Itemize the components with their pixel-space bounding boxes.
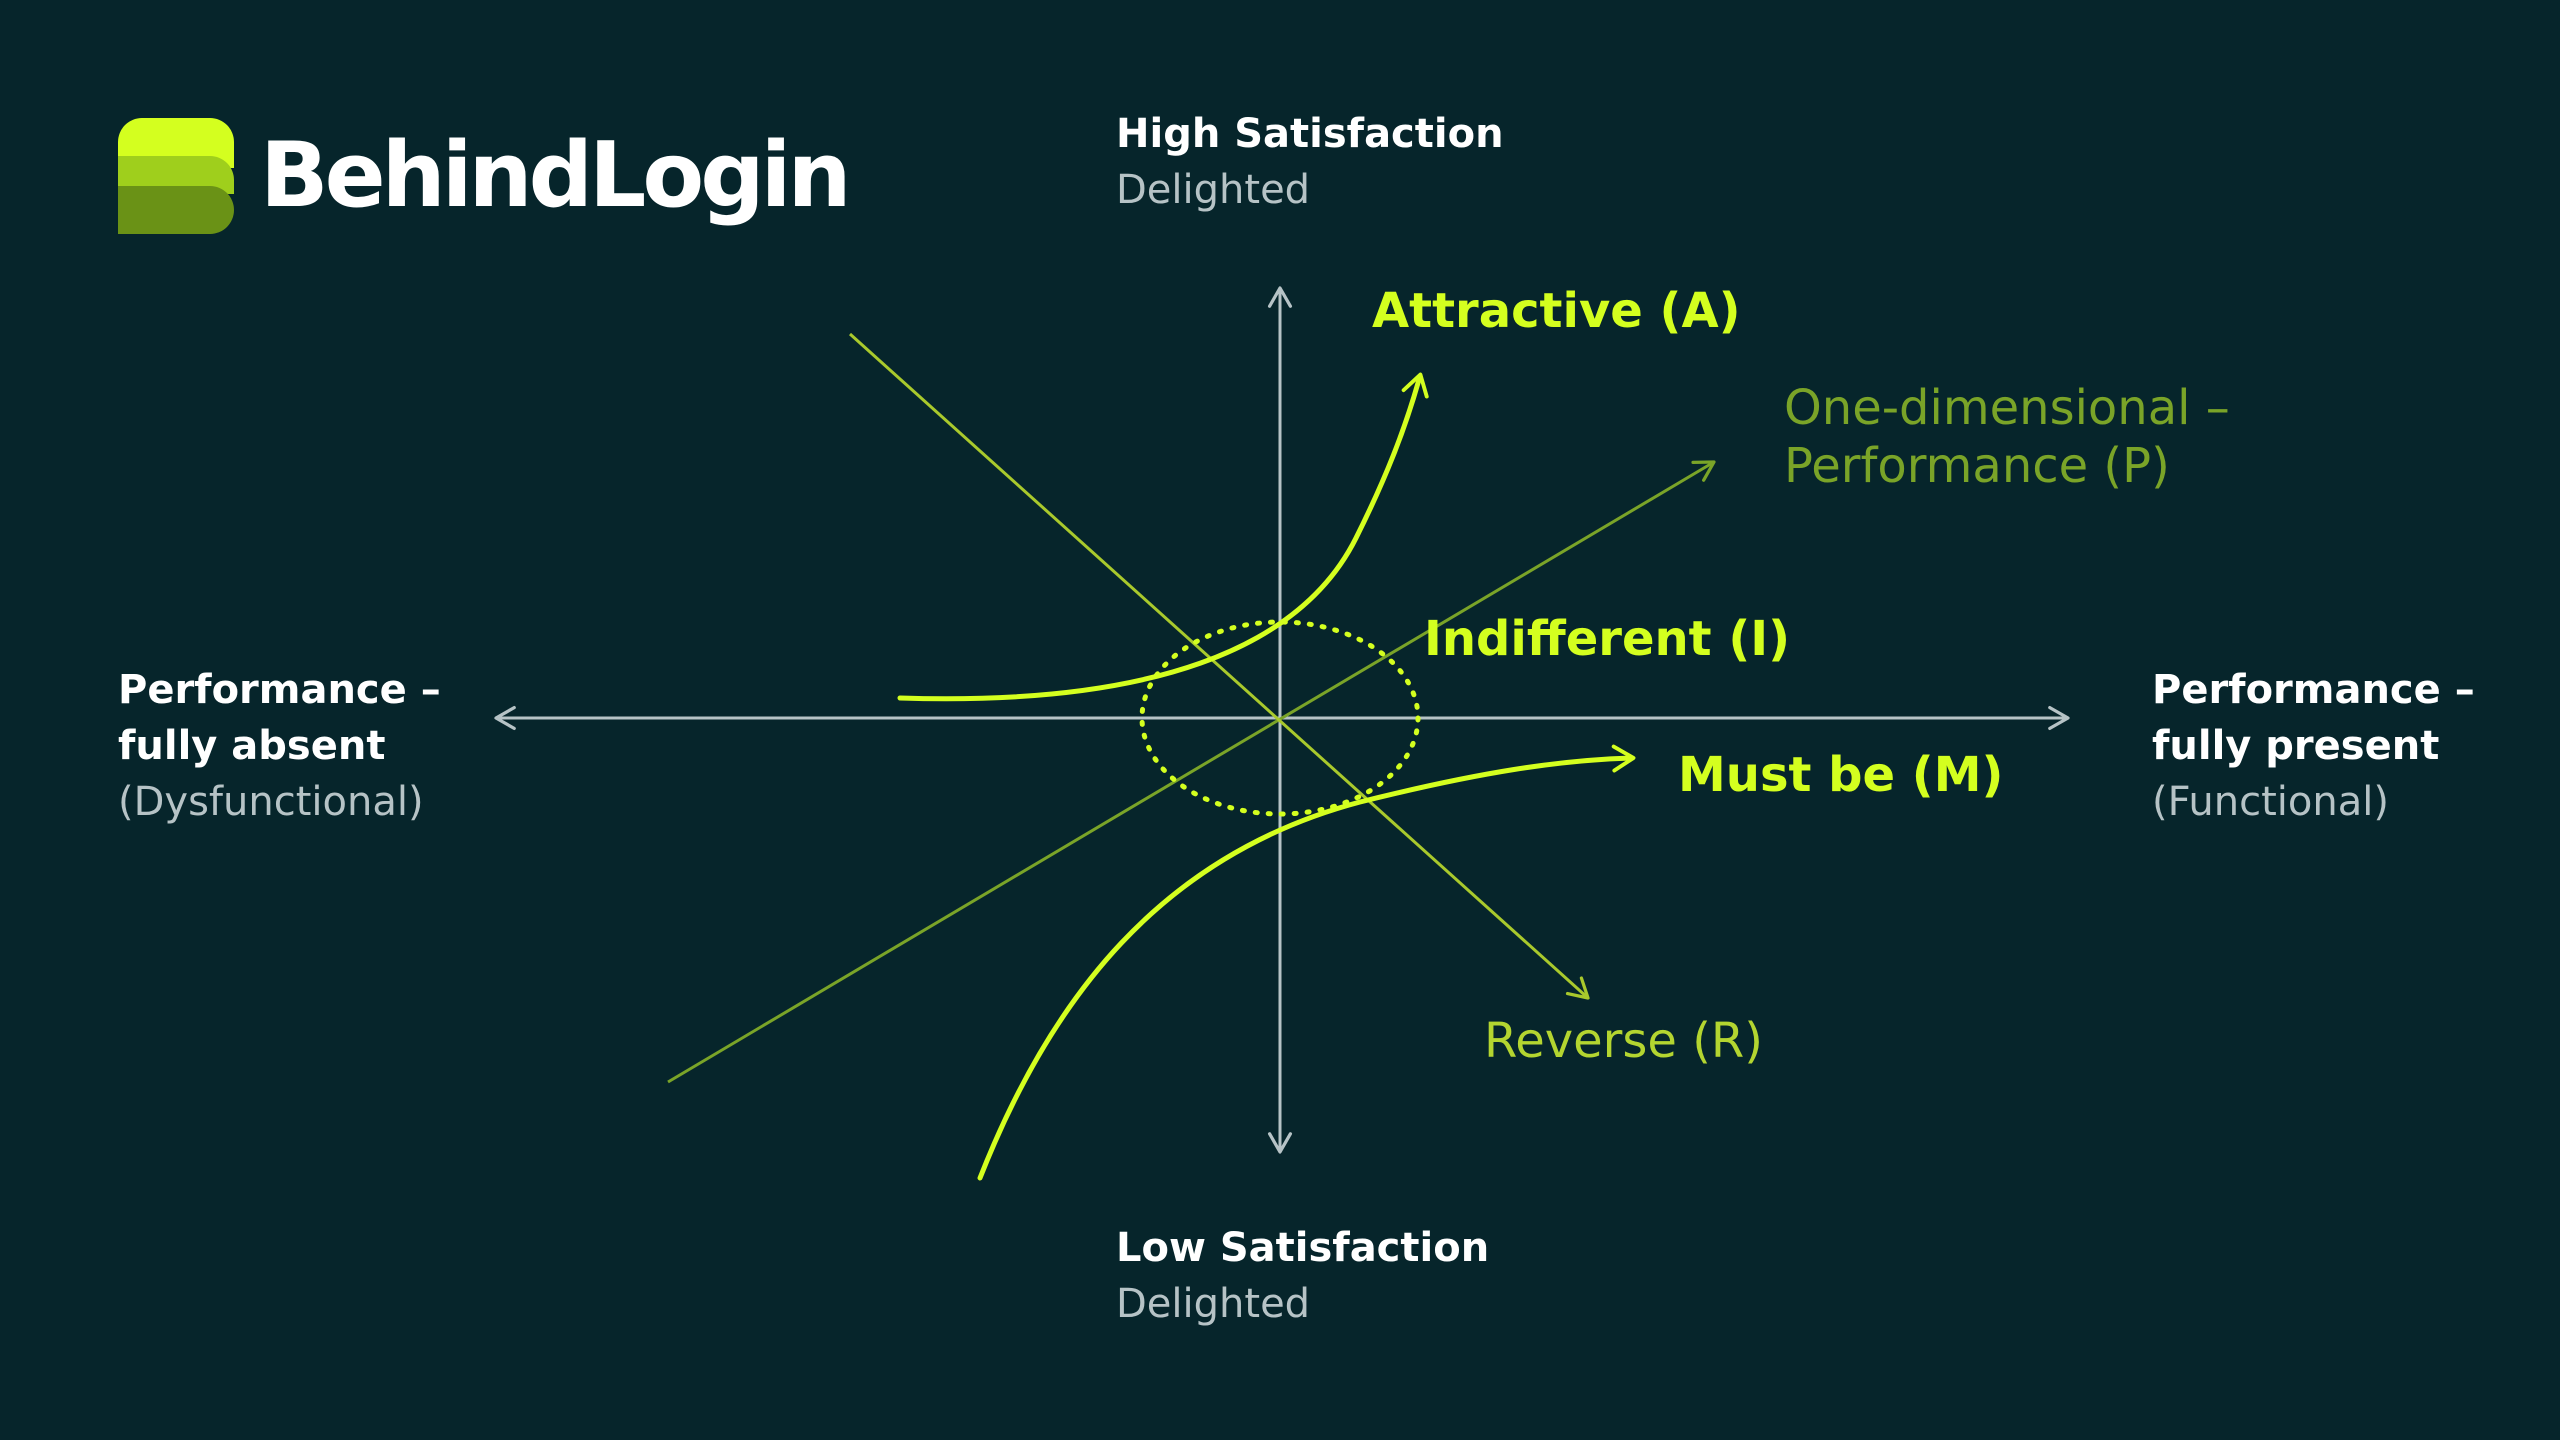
- brand-logo: BehindLogin: [118, 118, 852, 234]
- left-axis-line2: fully absent: [118, 723, 386, 769]
- left-axis-line3: (Dysfunctional): [118, 779, 424, 825]
- indifferent-zone: [1139, 619, 1421, 817]
- attractive-label: Attractive (A): [1372, 283, 1741, 339]
- top-axis-label: High Satisfaction Delighted: [1116, 106, 1504, 218]
- right-axis-line2: fully present: [2152, 723, 2440, 769]
- one-dimensional-label-line2: Performance (P): [1784, 437, 2170, 494]
- bottom-axis-label: Low Satisfaction Delighted: [1116, 1220, 1489, 1332]
- left-axis-label: Performance – fully absent (Dysfunctiona…: [118, 662, 441, 830]
- behindlogin-logo-icon: [118, 118, 234, 234]
- right-axis-label: Performance – fully present (Functional): [2152, 662, 2475, 830]
- reverse-label: Reverse (R): [1484, 1013, 1763, 1069]
- left-axis-line1: Performance –: [118, 667, 441, 713]
- top-axis-title: High Satisfaction: [1116, 111, 1504, 157]
- brand-wordmark: BehindLogin: [260, 123, 852, 228]
- right-axis-line3: (Functional): [2152, 779, 2389, 825]
- reverse-line: [848, 332, 1590, 1000]
- one-dimensional-label-line1: One-dimensional –: [1784, 380, 2230, 436]
- bottom-axis-title: Low Satisfaction: [1116, 1225, 1490, 1271]
- attractive-curve: [897, 372, 1429, 702]
- bottom-axis-subtitle: Delighted: [1116, 1281, 1311, 1327]
- top-axis-subtitle: Delighted: [1116, 167, 1311, 213]
- one-dimensional-label: One-dimensional – Performance (P): [1784, 380, 2230, 495]
- must-be-label: Must be (M): [1678, 747, 2004, 803]
- right-axis-line1: Performance –: [2152, 667, 2475, 713]
- one-dimensional-line: [667, 460, 1716, 1084]
- must-be-curve: [977, 744, 1636, 1181]
- indifferent-label: Indifferent (I): [1424, 611, 1791, 667]
